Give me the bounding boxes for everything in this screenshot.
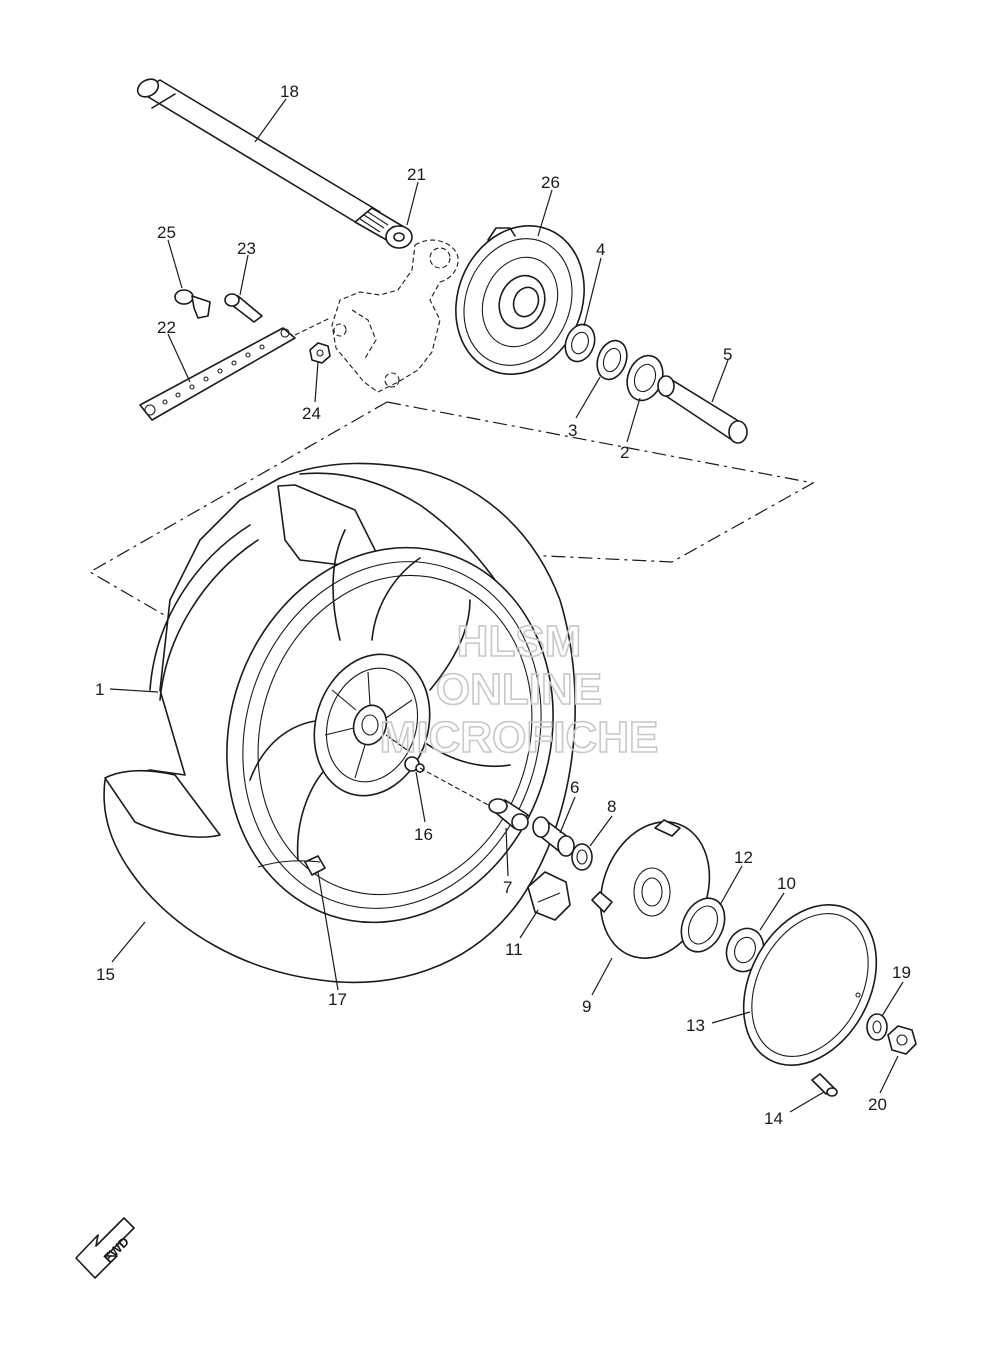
callout-9: 9 [582,997,591,1016]
callout-3: 3 [568,421,577,440]
cable-clip[interactable] [174,289,211,319]
axle-nut[interactable] [887,1025,917,1055]
watermark: HLSM ONLINE MICROFICHE [379,616,659,763]
cover-screw[interactable] [811,1073,838,1097]
wheel-bearing-right[interactable] [532,816,575,857]
spacer-ring[interactable] [571,843,593,871]
chain-puller[interactable] [139,317,331,421]
callout-2: 2 [620,443,629,462]
spacer-collar[interactable] [657,375,748,444]
callout-11: 11 [505,940,523,959]
callout-labels: 18 21 26 25 23 4 22 5 24 3 2 1 6 8 16 12… [95,82,911,1128]
callout-7: 7 [503,878,512,897]
hub-damper[interactable] [527,871,571,921]
caliper-bracket-reference [331,239,459,393]
callout-15: 15 [96,965,115,984]
callout-22: 22 [157,318,176,337]
callout-5: 5 [723,345,732,364]
watermark-line-2: ONLINE [436,665,602,714]
callout-12: 12 [734,848,753,867]
bolt[interactable] [224,293,263,323]
callout-10: 10 [777,874,796,893]
forward-direction-arrow-icon: FWD [75,1217,135,1279]
callout-8: 8 [607,797,616,816]
callout-26: 26 [541,173,560,192]
callout-24: 24 [302,404,321,423]
callout-16: 16 [414,825,433,844]
oil-seal[interactable] [560,320,599,365]
carrier-circlip[interactable] [673,891,733,959]
sprocket-cover[interactable] [717,882,903,1088]
axle-nut-washer[interactable] [866,1013,888,1041]
callout-4: 4 [596,240,605,259]
callout-25: 25 [157,223,176,242]
callout-13: 13 [686,1016,705,1035]
callout-20: 20 [868,1095,887,1114]
watermark-line-1: HLSM [457,617,582,666]
callout-17: 17 [328,990,347,1009]
callout-21: 21 [407,165,426,184]
rear-wheel-assembly[interactable] [103,462,601,984]
brake-disc-hub[interactable] [434,206,606,393]
callout-23: 23 [237,239,256,258]
watermark-line-3: MICROFICHE [380,713,659,762]
leader-lines [109,98,904,1113]
callout-6: 6 [570,778,579,797]
circlip[interactable] [592,336,632,383]
callout-19: 19 [892,963,911,982]
callout-1: 1 [95,680,104,699]
rear-axle[interactable] [134,76,407,247]
nut[interactable] [309,342,331,364]
axle-washer[interactable] [385,225,413,249]
hub-collar[interactable] [419,767,529,831]
callout-14: 14 [764,1109,783,1128]
callout-18: 18 [280,82,299,101]
